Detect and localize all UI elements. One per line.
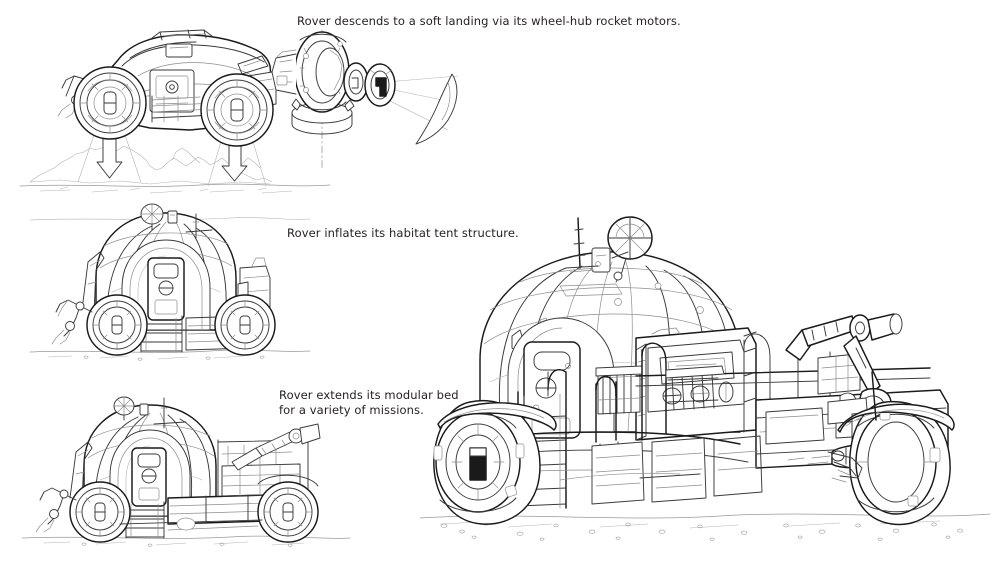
roof-antenna-mast [565, 217, 599, 273]
rear-wheel [257, 474, 319, 543]
panel-habitat [29, 203, 311, 361]
panel-hero [419, 216, 991, 541]
nozzle-ring [343, 62, 369, 102]
caption-modular-bed: Rover extends its modular bed for a vari… [279, 388, 459, 417]
roof-comm-dish [113, 396, 135, 421]
caption-inflate: Rover inflates its habitat tent structur… [287, 226, 519, 240]
rear-wheel-hub-thruster [200, 73, 274, 147]
ground-line [21, 535, 351, 547]
folding-crane-arm [231, 423, 321, 471]
front-wheel-hub [433, 400, 557, 525]
radiator-fin-bank [595, 365, 643, 415]
ground-line [29, 349, 311, 361]
roof-comm-dish [607, 216, 653, 283]
roof-equipment-box [591, 247, 611, 273]
front-wheel-hub-thruster [73, 66, 147, 140]
chassis-underbody [119, 517, 263, 531]
front-wheel [69, 481, 131, 543]
front-manipulator-arm [51, 299, 93, 345]
panel-hub-detail [271, 29, 459, 171]
airlock-hatch [131, 447, 167, 507]
rear-wheel [214, 294, 276, 356]
exhaust-plume-front [77, 131, 142, 183]
front-wheel [86, 294, 148, 356]
scattered-pebbles [440, 521, 963, 541]
wheel-fender [837, 403, 955, 433]
airlock-hatch [147, 257, 185, 321]
roof-comm-dish [140, 203, 164, 231]
blast-deflector-blade [415, 73, 458, 145]
ground-line [19, 183, 331, 194]
roof-equipment-box [139, 403, 149, 416]
caption-descent: Rover descends to a soft landing via its… [297, 14, 681, 28]
front-manipulator-arm [35, 487, 77, 533]
rear-wheel-hub [827, 371, 955, 526]
roof-antenna-mast [153, 397, 187, 429]
descent-arrow-right [221, 142, 248, 182]
roof-antenna-mast [185, 213, 213, 239]
roof-equipment-box [167, 210, 178, 224]
panel-descent [19, 29, 331, 194]
exhaust-plume-rear [207, 137, 267, 187]
bed-fence [665, 365, 725, 411]
panel-modular-bed [21, 396, 351, 547]
wheel-fender [437, 402, 557, 431]
hub-housing [271, 31, 350, 113]
descent-arrow-left [96, 135, 123, 179]
thruster-cap [364, 63, 396, 107]
